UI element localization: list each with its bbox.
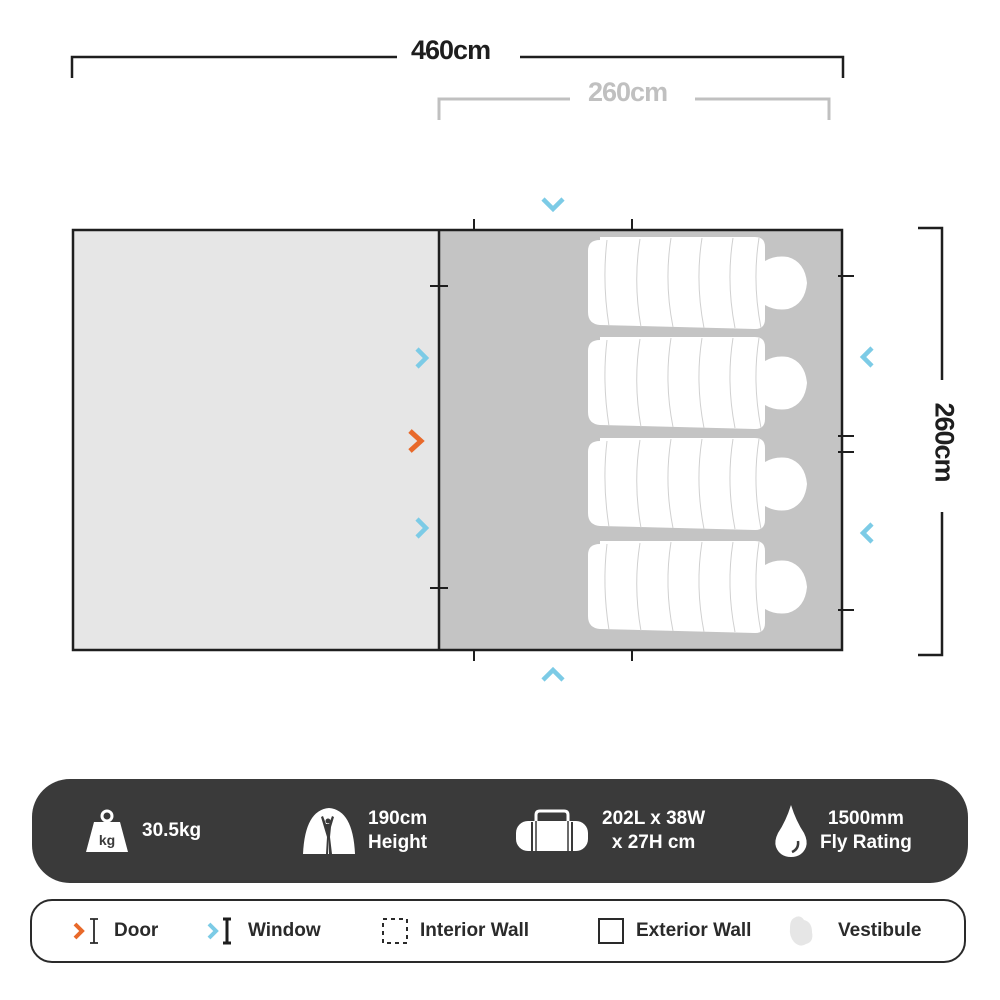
water-drop-icon <box>775 805 807 857</box>
window-icon-left-1 <box>415 347 430 369</box>
exterior-wall <box>71 228 844 652</box>
tent-height-person-icon <box>303 808 355 854</box>
interior-wall-icon <box>382 918 408 944</box>
weight-kg-icon: kg <box>86 809 128 852</box>
legend-interior-wall: Interior Wall <box>380 901 529 961</box>
legend: Door Window Interior Wall Exterior Wall … <box>30 899 966 963</box>
spec-weight: kg 30.5kg <box>84 779 201 883</box>
window-icon-right-1 <box>859 346 874 368</box>
window-markers <box>415 197 874 682</box>
spec-height: 190cm Height <box>302 779 427 883</box>
dimension-line-width <box>918 226 944 657</box>
exterior-wall-icon <box>598 918 624 944</box>
spec-fly-rating-text: 1500mm Fly Rating <box>820 808 912 853</box>
vestibule-icon <box>789 916 813 946</box>
svg-text:kg: kg <box>99 832 115 848</box>
legend-vestibule: Vestibule <box>788 901 921 961</box>
window-icon-left-2 <box>415 517 430 539</box>
dimension-label-inner: 260cm <box>574 77 682 107</box>
door-icon-vestibule <box>408 429 425 453</box>
spec-pack-size-text: 202L x 38W x 27H cm <box>602 808 706 853</box>
tent-floorplan <box>71 197 874 682</box>
vestibule-area <box>73 230 439 650</box>
window-icon-right-2 <box>859 522 874 544</box>
dimension-line-total <box>70 55 845 120</box>
window-icon <box>207 917 231 945</box>
spec-bar: kg 30.5kg 190cm Height 202L x 38W x 27H … <box>32 779 968 883</box>
duffel-bag-icon <box>516 809 588 851</box>
window-icon-top <box>541 197 565 213</box>
legend-door: Door <box>70 901 158 961</box>
opening-ticks <box>430 219 854 661</box>
spec-fly-rating: 1500mm Fly Rating <box>774 779 912 883</box>
spec-height-text: 190cm Height <box>368 808 428 853</box>
door-icon <box>73 918 98 944</box>
spec-pack-size: 202L x 38W x 27H cm <box>514 779 705 883</box>
spec-weight-value: 30.5kg <box>142 820 202 841</box>
legend-window: Window <box>204 901 321 961</box>
dimension-label-total: 460cm <box>397 35 505 65</box>
window-icon-bottom <box>541 666 565 682</box>
legend-exterior-wall: Exterior Wall <box>596 901 751 961</box>
